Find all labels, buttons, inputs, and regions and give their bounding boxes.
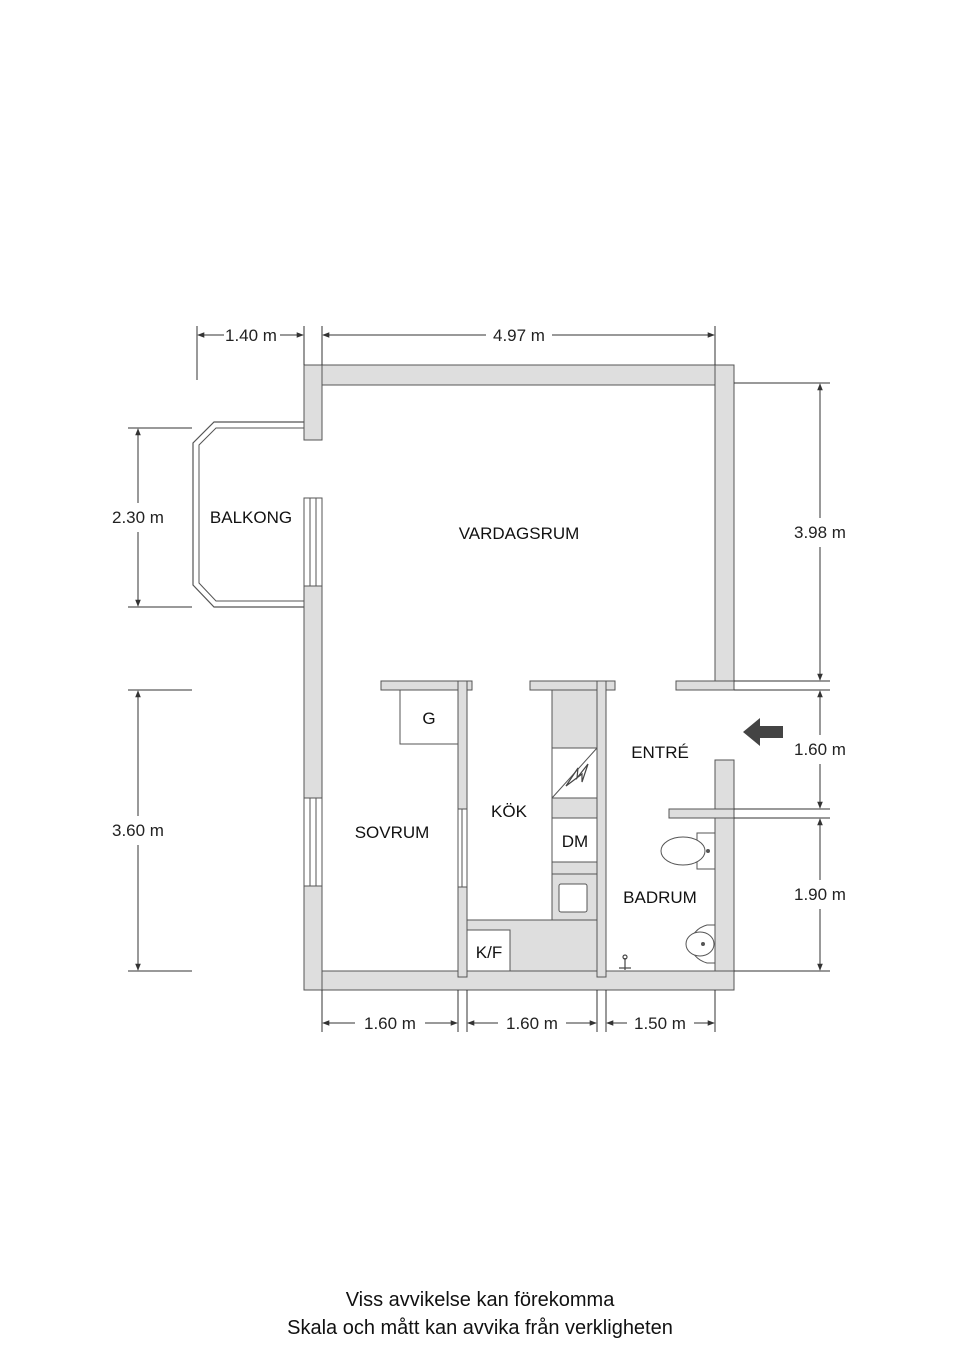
wall-left-middle bbox=[303, 584, 323, 801]
wall-left-bottom bbox=[303, 884, 323, 991]
wall-top bbox=[303, 364, 735, 386]
dim-bottom-kok-width: 1.60 m bbox=[506, 1014, 558, 1033]
dim-right-vardagsrum-height: 3.98 m bbox=[794, 523, 846, 542]
wall-kok-entre bbox=[596, 680, 607, 978]
sink-icon bbox=[551, 873, 598, 921]
entrance-arrow-icon bbox=[743, 718, 783, 746]
room-label-entre: ENTRÉ bbox=[631, 743, 689, 762]
floor-drain-icon bbox=[619, 954, 631, 970]
wall-right-upper bbox=[714, 364, 735, 688]
dim-top-balcony-width: 1.40 m bbox=[225, 326, 277, 345]
toilet-icon bbox=[660, 832, 716, 870]
sovrum-window bbox=[303, 797, 323, 887]
room-label-kok: KÖK bbox=[491, 802, 528, 821]
wall-right-lower bbox=[714, 759, 735, 991]
stove-icon bbox=[551, 747, 598, 799]
dimension-lines bbox=[128, 326, 830, 1032]
room-label-balkong: BALKONG bbox=[210, 508, 292, 527]
wardrobe bbox=[399, 689, 459, 745]
dim-bottom-badrum-width: 1.50 m bbox=[634, 1014, 686, 1033]
disclaimer-line-2: Skala och mått kan avvika från verklighe… bbox=[287, 1317, 673, 1339]
window-lines bbox=[309, 498, 463, 887]
wall-entre-top-right bbox=[675, 680, 735, 691]
fridge-freezer bbox=[466, 929, 511, 972]
room-label-sovrum: SOVRUM bbox=[355, 823, 430, 842]
fixture-label-diskmaskin: DM bbox=[562, 832, 588, 851]
disclaimer-line-1: Viss avvikelse kan förekomma bbox=[345, 1289, 615, 1311]
dim-bottom-sovrum-width: 1.60 m bbox=[364, 1014, 416, 1033]
balcony-outline-inner bbox=[198, 427, 304, 602]
wall-badrum-top bbox=[668, 808, 735, 819]
wall-sovrum-kok-lower bbox=[457, 886, 468, 978]
dim-right-entre-height: 1.60 m bbox=[794, 740, 846, 759]
dim-top-total-width: 4.97 m bbox=[493, 326, 545, 345]
dishwasher bbox=[551, 817, 598, 863]
room-label-badrum: BADRUM bbox=[623, 888, 697, 907]
dim-left-balcony-height: 2.30 m bbox=[112, 508, 164, 527]
washbasin-icon bbox=[685, 924, 716, 964]
kitchen-upper-cabinet bbox=[551, 689, 598, 749]
room-label-vardagsrum: VARDAGSRUM bbox=[459, 524, 580, 543]
balcony-outline bbox=[192, 421, 304, 608]
wall-bottom bbox=[303, 970, 735, 991]
fixture-label-kyl-frys: K/F bbox=[476, 943, 502, 962]
wall-sovrum-kok bbox=[457, 680, 468, 810]
wall-left-top bbox=[303, 364, 323, 441]
balcony-window bbox=[303, 497, 323, 587]
dim-right-badrum-height: 1.90 m bbox=[794, 885, 846, 904]
fixture-label-garderob: G bbox=[422, 709, 435, 728]
dim-left-sovrum-height: 3.60 m bbox=[112, 821, 164, 840]
